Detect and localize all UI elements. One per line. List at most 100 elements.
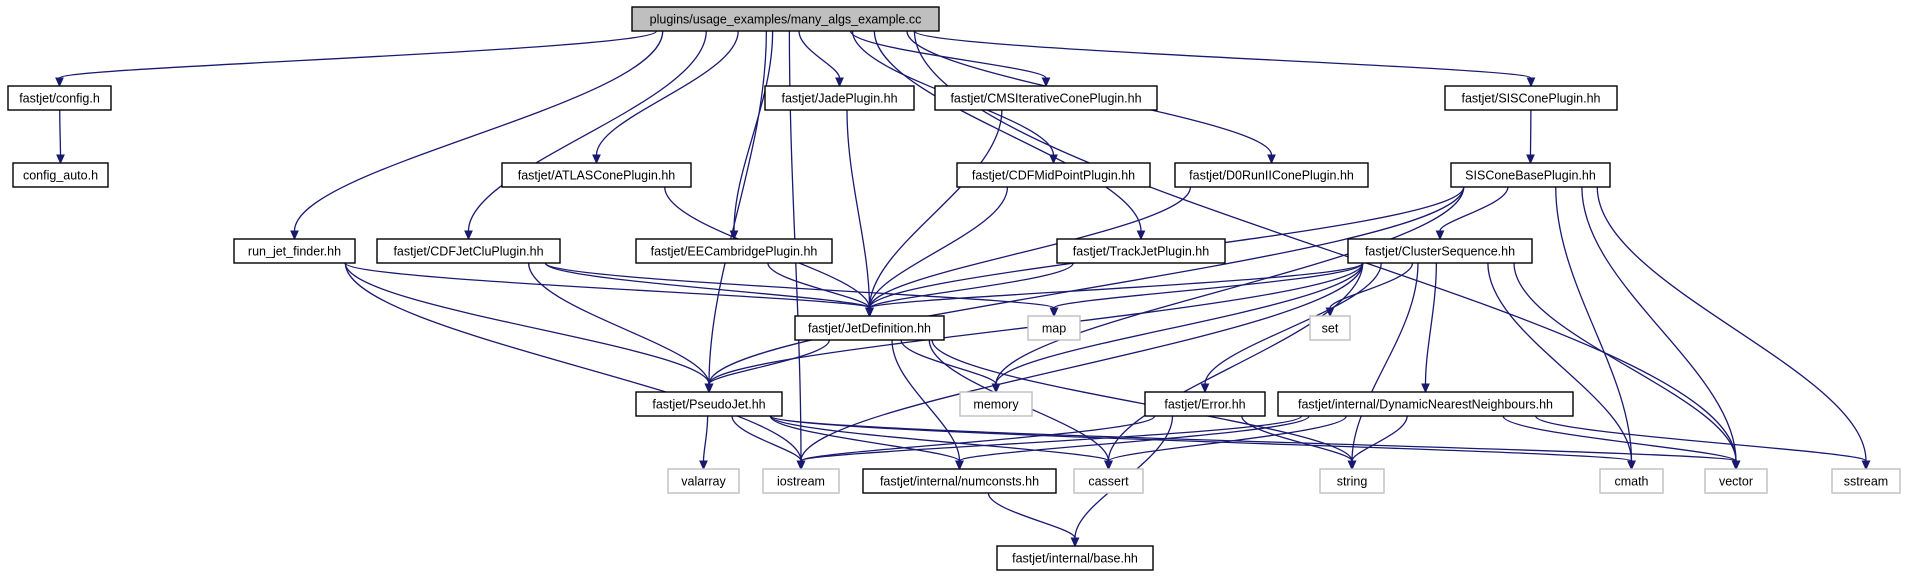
node-root[interactable]: plugins/usage_examples/many_algs_example… — [631, 6, 940, 32]
node-dnn[interactable]: fastjet/internal/DynamicNearestNeighbour… — [1277, 391, 1574, 417]
node-cdfmid[interactable]: fastjet/CDFMidPointPlugin.hh — [956, 162, 1151, 188]
node-box — [1444, 85, 1618, 111]
node-box — [635, 391, 783, 417]
arrowhead-dnn-to-vector — [1731, 460, 1741, 471]
node-config-auto[interactable]: config_auto.h — [12, 162, 109, 188]
node-eecam[interactable]: fastjet/EECambridgePlugin.hh — [635, 238, 833, 264]
edge-clusterseq-to-string — [1351, 262, 1419, 462]
node-box — [376, 238, 561, 264]
node-cmsic[interactable]: fastjet/CMSIterativeConePlugin.hh — [934, 85, 1158, 111]
arrowhead-root-to-cdfjc — [464, 230, 473, 241]
node-runjet[interactable]: run_jet_finder.hh — [233, 238, 356, 264]
arrowhead-root-to-siscone — [1526, 77, 1536, 88]
node-box — [631, 6, 940, 32]
node-iostream: iostream — [762, 468, 840, 494]
arrowhead-root-to-runjet — [290, 230, 299, 241]
node-label: iostream — [777, 475, 825, 489]
edge-cdfmid-to-jetdef — [868, 186, 1009, 309]
arrowhead-root-to-cdfmid — [1049, 154, 1058, 165]
node-box — [862, 468, 1057, 494]
node-label: memory — [973, 398, 1019, 412]
node-label: valarray — [681, 475, 726, 489]
arrowhead-root-to-jade — [835, 77, 844, 88]
node-label: SISConeBasePlugin.hh — [1465, 169, 1596, 183]
edge-root-to-siscone — [913, 30, 1532, 79]
node-label: fastjet/D0RunIIConePlugin.hh — [1189, 169, 1354, 183]
node-label: fastjet/ClusterSequence.hh — [1365, 245, 1515, 259]
node-pseudojet[interactable]: fastjet/PseudoJet.hh — [635, 391, 783, 417]
edge-root-to-jade — [798, 30, 841, 79]
node-atlas[interactable]: fastjet/ATLASConePlugin.hh — [501, 162, 692, 188]
node-label: fastjet/SISConePlugin.hh — [1462, 92, 1601, 106]
node-box — [1704, 468, 1768, 494]
node-box — [1027, 315, 1081, 341]
node-cmath: cmath — [1599, 468, 1664, 494]
arrowhead-dnn-to-string — [1347, 460, 1357, 471]
edge-jetdef-to-pseudojet — [708, 339, 831, 385]
node-trackjet[interactable]: fastjet/TrackJetPlugin.hh — [1056, 238, 1226, 264]
node-box — [12, 162, 109, 188]
edge-jade-to-jetdef — [846, 109, 871, 309]
edge-root-to-cmsic — [849, 30, 1047, 79]
node-box — [1450, 162, 1611, 188]
node-cdfjc[interactable]: fastjet/CDFJetCluPlugin.hh — [376, 238, 561, 264]
arrowhead-clusterseq-to-dnn — [1421, 383, 1430, 394]
edge-sisbase-to-memory — [995, 186, 1465, 385]
edge-cdfjc-to-map — [544, 262, 1055, 309]
node-vector: vector — [1704, 468, 1768, 494]
node-box — [7, 85, 112, 111]
arrowhead-root-to-cmsic — [1041, 77, 1051, 88]
edge-eecam-to-jetdef — [767, 262, 871, 309]
edge-numconsts-to-base — [987, 492, 1076, 539]
node-label: fastjet/CMSIterativeConePlugin.hh — [950, 92, 1141, 106]
node-label: fastjet/config.h — [19, 92, 100, 106]
arrowhead-clusterseq-to-jetdef — [865, 307, 874, 318]
node-config[interactable]: fastjet/config.h — [7, 85, 112, 111]
edge-pseudojet-to-cmath — [769, 415, 1633, 462]
edge-pseudojet-to-iostream — [731, 415, 802, 462]
node-label: config_auto.h — [23, 169, 98, 183]
edge-dnn-to-cassert — [1107, 415, 1347, 462]
node-jade[interactable]: fastjet/JadePlugin.hh — [764, 85, 915, 111]
node-label: vector — [1719, 475, 1753, 489]
arrowhead-root-to-d0run — [1267, 154, 1276, 165]
node-box — [764, 85, 915, 111]
node-box — [1056, 238, 1226, 264]
arrowhead-root-to-trackjet — [1136, 230, 1146, 241]
edge-root-to-config — [58, 30, 658, 79]
edge-sisbase-to-clusterseq — [1439, 186, 1509, 232]
edge-dnn-to-numconsts — [958, 415, 1310, 462]
node-string: string — [1319, 468, 1385, 494]
node-jetdef[interactable]: fastjet/JetDefinition.hh — [794, 315, 945, 341]
node-label: set — [1322, 322, 1339, 336]
node-label: fastjet/JetDefinition.hh — [808, 322, 931, 336]
node-clusterseq[interactable]: fastjet/ClusterSequence.hh — [1347, 238, 1533, 264]
node-d0run[interactable]: fastjet/D0RunIIConePlugin.hh — [1174, 162, 1369, 188]
edge-d0run-to-jetdef — [868, 186, 1192, 309]
node-error[interactable]: fastjet/Error.hh — [1144, 391, 1266, 417]
node-label: cassert — [1088, 475, 1129, 489]
node-box — [635, 238, 833, 264]
arrowhead-config-to-config_auto — [56, 154, 65, 165]
node-base[interactable]: fastjet/internal/base.hh — [996, 545, 1154, 571]
edge-cmsic-to-jetdef — [868, 109, 1003, 309]
node-cassert: cassert — [1073, 468, 1144, 494]
edge-sisbase-to-pseudojet — [708, 186, 1465, 385]
node-numconsts[interactable]: fastjet/internal/numconsts.hh — [862, 468, 1057, 494]
node-siscone[interactable]: fastjet/SISConePlugin.hh — [1444, 85, 1618, 111]
node-sisbase[interactable]: SISConeBasePlugin.hh — [1450, 162, 1611, 188]
arrowhead-pseudojet-to-valarray — [699, 460, 708, 471]
edge-root-to-trackjet — [873, 30, 1142, 232]
edge-runjet-to-iostream — [344, 262, 802, 462]
node-box — [1309, 315, 1351, 341]
edge-sisbase-to-vector — [1581, 186, 1737, 462]
edge-clusterseq-to-set — [1329, 262, 1414, 309]
edge-clusterseq-to-error — [1204, 262, 1382, 385]
node-box — [1073, 468, 1144, 494]
edge-cdfjc-to-jetdef — [544, 262, 871, 309]
node-label: string — [1337, 475, 1368, 489]
node-label: fastjet/EECambridgePlugin.hh — [651, 245, 818, 259]
node-box — [1277, 391, 1574, 417]
node-set: set — [1309, 315, 1351, 341]
